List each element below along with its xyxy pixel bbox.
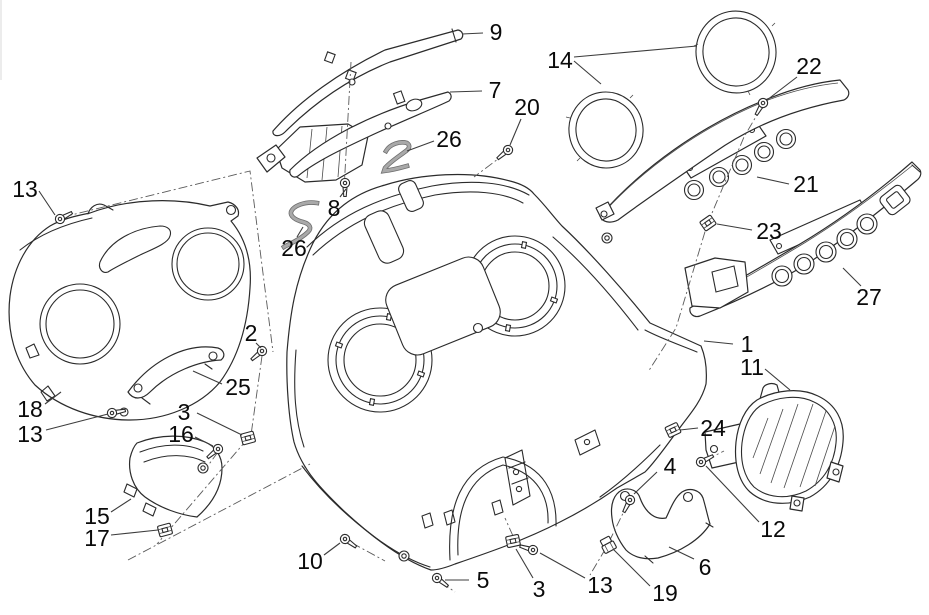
scan-edge-artifact [0, 0, 2, 80]
part-7-trim-strip [289, 90, 452, 178]
clip-3-bottom [504, 533, 522, 549]
callout-label-15: 15 [84, 503, 110, 529]
leader-line-7 [449, 90, 483, 93]
callout-label-17: 17 [84, 525, 110, 551]
callout-label-25: 25 [225, 374, 251, 400]
leader-line-20 [509, 118, 522, 146]
screw-5 [429, 570, 452, 591]
screw-2 [248, 343, 270, 364]
part-15-lower-panel [123, 435, 223, 518]
leader-line-13 [38, 190, 56, 216]
leader-line-2 [255, 342, 262, 349]
callout-label-26: 26 [436, 126, 462, 152]
switch-buttons-21 [683, 128, 797, 201]
callout-label-4: 4 [664, 453, 677, 479]
part-1-handlebar-cover [286, 173, 707, 571]
part-27-switch-strip [684, 161, 922, 318]
switch-buttons-27 [771, 213, 878, 287]
callout-label-13: 13 [17, 421, 43, 447]
leader-line-11 [764, 368, 791, 391]
part-11-flyscreen [704, 382, 844, 512]
part-9-trim-strip [272, 28, 464, 137]
leader-line-9 [461, 32, 484, 35]
callout-label-19: 19 [652, 580, 678, 606]
screw-20 [494, 142, 516, 163]
leader-line-1 [703, 340, 734, 345]
callout-label-22: 22 [796, 53, 822, 79]
callout-label-13: 13 [587, 572, 613, 598]
leader-line-3 [196, 412, 243, 436]
callout-label-27: 27 [856, 284, 882, 310]
callout-label-9: 9 [490, 19, 503, 45]
leader-line-18 [44, 391, 62, 405]
callout-label-20: 20 [514, 94, 540, 120]
clip-23 [698, 214, 718, 232]
leader-line-23 [716, 223, 753, 231]
leader-line-14 [573, 45, 698, 58]
flyscreen-glass-hatching [752, 403, 836, 489]
leader-line-15 [110, 498, 132, 513]
callout-label-14: 14 [547, 47, 573, 73]
callout-label-21: 21 [793, 171, 819, 197]
leader-line-25 [192, 370, 223, 385]
callout-label-18: 18 [17, 396, 43, 422]
leader-line-12 [705, 465, 760, 523]
leader-line-26 [406, 140, 435, 152]
leader-line-16 [194, 436, 214, 447]
callout-label-16: 16 [168, 421, 194, 447]
callout-label-11: 11 [740, 354, 764, 380]
part-25-visor-trim [127, 346, 225, 405]
leader-line-6 [668, 546, 695, 560]
part-26-emblem-2 [380, 140, 412, 174]
leader-line-26 [296, 226, 304, 238]
leader-line-21 [756, 176, 790, 185]
callout-label-26: 26 [281, 235, 307, 261]
callout-label-24: 24 [700, 415, 726, 441]
callout-label-10: 10 [297, 548, 323, 574]
callout-label-2: 2 [245, 320, 258, 346]
callout-label-13: 13 [12, 176, 38, 202]
callout-label-12: 12 [760, 516, 786, 542]
callout-label-3: 3 [533, 576, 546, 602]
leader-line-19 [612, 548, 651, 587]
leader-line-4 [633, 471, 658, 495]
part-26-emblem-s [280, 200, 320, 251]
leader-line-24 [679, 427, 699, 431]
clip-3-left [239, 430, 257, 446]
callout-label-8: 8 [328, 195, 341, 221]
clip-17 [156, 522, 174, 538]
callout-label-6: 6 [699, 554, 712, 580]
pushnut-19 [598, 534, 618, 555]
leader-line-13 [539, 552, 586, 579]
leader-line-10 [323, 542, 341, 556]
callout-label-3: 3 [178, 399, 191, 425]
callout-label-7: 7 [489, 77, 502, 103]
leader-line-8 [339, 188, 347, 198]
callout-label-1: 1 [741, 331, 754, 357]
part-18-cluster-rear-cover [8, 200, 251, 421]
leader-line-22 [766, 76, 798, 101]
leader-line-3 [515, 548, 534, 579]
leader-line-13 [45, 413, 109, 431]
callout-label-5: 5 [477, 567, 490, 593]
part-14-bezel-rings [565, 10, 777, 169]
screw-10 [338, 532, 360, 552]
leader-line-27 [842, 267, 862, 287]
leader-line-17 [110, 529, 159, 536]
part-21-switch-strip [595, 79, 850, 223]
screw-13-bottom [518, 541, 540, 557]
callout-label-23: 23 [756, 218, 782, 244]
part-6-lower-bracket [610, 488, 714, 564]
leader-line-14 [573, 60, 602, 85]
